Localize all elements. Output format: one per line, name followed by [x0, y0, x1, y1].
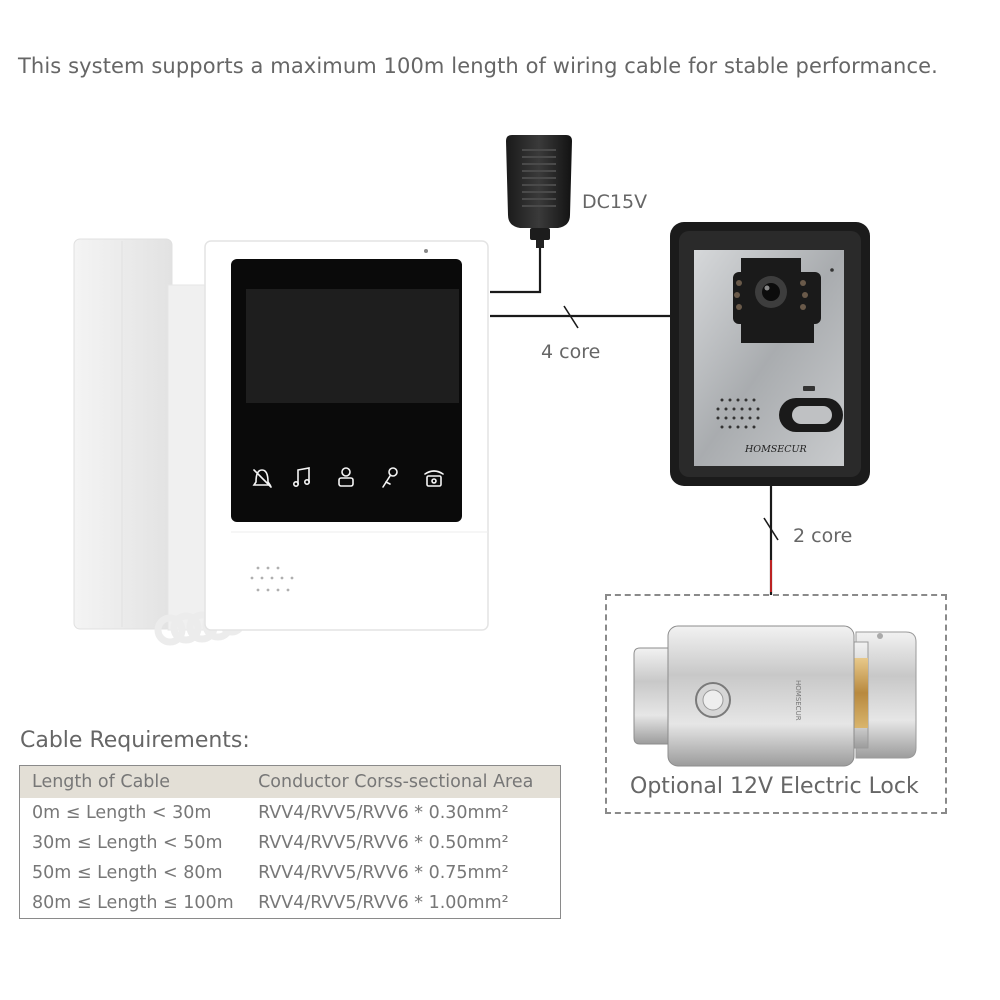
two-core-label: 2 core	[793, 525, 852, 547]
table-row: 0m ≤ Length < 30m RVV4/RVV5/RVV6 * 0.30m…	[20, 798, 561, 828]
table-row: 80m ≤ Length ≤ 100m RVV4/RVV5/RVV6 * 1.0…	[20, 888, 561, 919]
cell-area: RVV4/RVV5/RVV6 * 1.00mm²	[254, 888, 560, 919]
cell-area: RVV4/RVV5/RVV6 * 0.30mm²	[254, 798, 560, 828]
cell-length: 80m ≤ Length ≤ 100m	[20, 888, 255, 919]
cell-length: 30m ≤ Length < 50m	[20, 828, 255, 858]
header-length: Length of Cable	[20, 766, 255, 799]
cable-requirements-title: Cable Requirements:	[20, 728, 250, 753]
power-adapter	[506, 135, 572, 248]
table-row: 30m ≤ Length < 50m RVV4/RVV5/RVV6 * 0.50…	[20, 828, 561, 858]
indoor-monitor	[74, 239, 488, 642]
cable-requirements-table: Length of Cable Conductor Corss-sectiona…	[19, 765, 561, 919]
camera-brand: HOMSECUR	[744, 444, 807, 455]
cell-area: RVV4/RVV5/RVV6 * 0.50mm²	[254, 828, 560, 858]
cell-area: RVV4/RVV5/RVV6 * 0.75mm²	[254, 858, 560, 888]
header-area: Conductor Corss-sectional Area	[254, 766, 560, 799]
four-core-label: 4 core	[541, 341, 600, 363]
cell-length: 0m ≤ Length < 30m	[20, 798, 255, 828]
lock-label: Optional 12V Electric Lock	[630, 774, 919, 799]
table-header-row: Length of Cable Conductor Corss-sectiona…	[20, 766, 561, 799]
power-label: DC15V	[582, 191, 647, 213]
power-wire	[490, 244, 540, 292]
monitor-display	[246, 289, 459, 403]
cell-length: 50m ≤ Length < 80m	[20, 858, 255, 888]
outdoor-camera-unit: HOMSECUR	[670, 222, 870, 486]
table-row: 50m ≤ Length < 80m RVV4/RVV5/RVV6 * 0.75…	[20, 858, 561, 888]
